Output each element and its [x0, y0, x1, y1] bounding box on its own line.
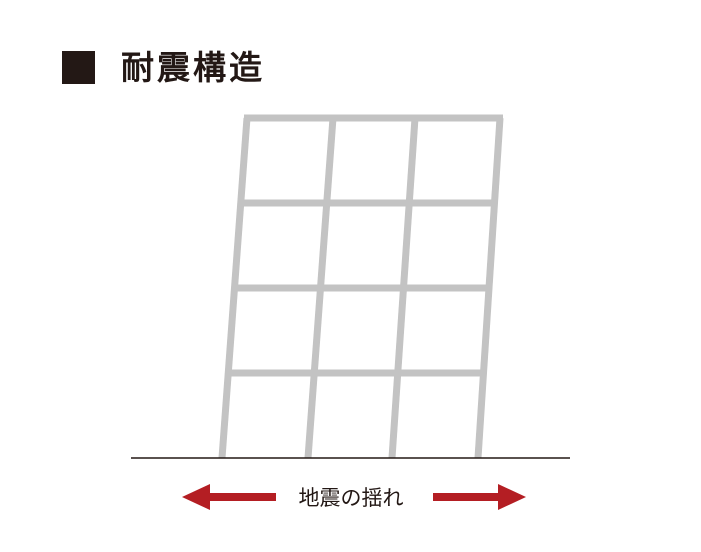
- arrow-left-icon: [182, 484, 276, 510]
- building-frame: [218, 114, 504, 459]
- square-bullet-icon: [62, 50, 95, 84]
- arrow-right-icon: [433, 484, 526, 510]
- shaking-caption: 地震の揺れ: [299, 486, 404, 510]
- diagram-heading: 耐震構造: [62, 42, 265, 92]
- diagram-title: 耐震構造: [121, 47, 265, 87]
